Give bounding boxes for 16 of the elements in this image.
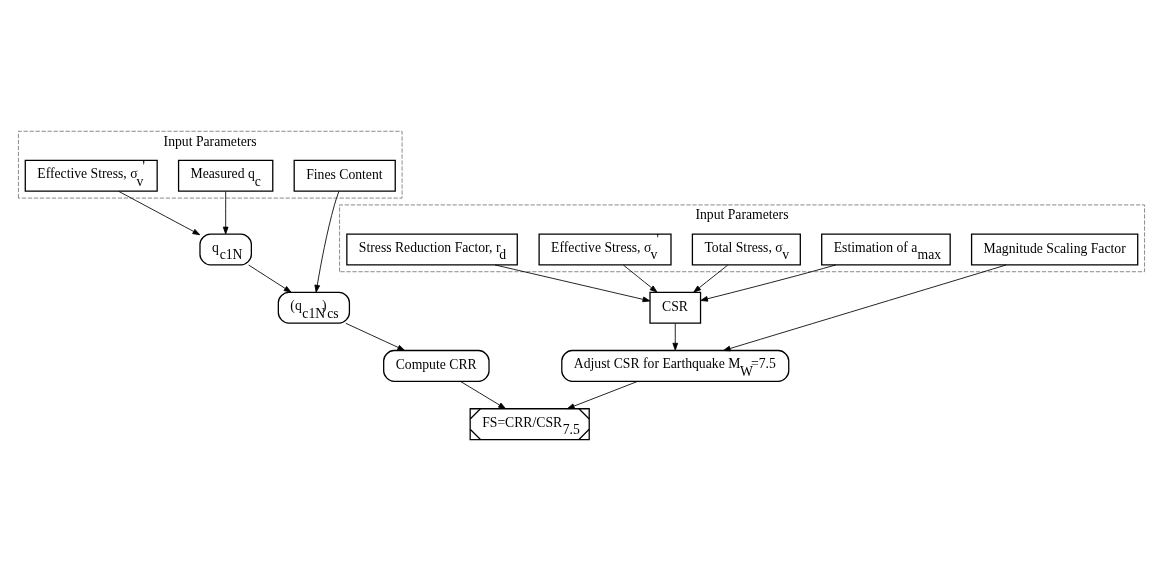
arrow bbox=[623, 264, 658, 292]
arrow bbox=[700, 263, 837, 302]
arrow bbox=[314, 190, 340, 293]
arrow bbox=[222, 190, 229, 234]
node-box: Magnitude Scaling Factor bbox=[970, 232, 1139, 265]
arrow bbox=[693, 264, 729, 292]
arrow bbox=[566, 380, 638, 409]
arrow bbox=[345, 322, 406, 351]
node-box: CSR bbox=[649, 291, 702, 324]
node-box: Fines Content bbox=[293, 159, 396, 192]
arrow bbox=[494, 264, 651, 302]
arrow bbox=[118, 190, 201, 235]
node-box: Compute CRR bbox=[383, 349, 490, 382]
arrow bbox=[672, 322, 679, 351]
arrow bbox=[460, 380, 506, 409]
arrow bbox=[248, 264, 292, 293]
